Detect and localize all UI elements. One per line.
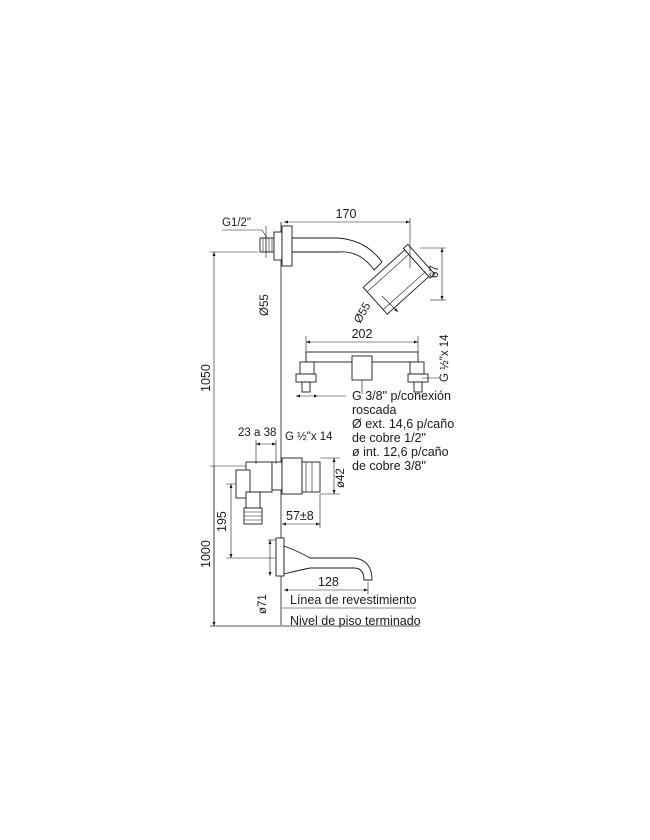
bath-spout: [275, 537, 373, 581]
label-57: 57±8: [286, 509, 314, 523]
label-67: 67: [429, 265, 441, 278]
label-linea-revestimiento: Línea de revestimiento: [290, 593, 417, 607]
svg-text:de cobre 1/2": de cobre 1/2": [352, 431, 426, 445]
label-phi55-head: Ø55: [352, 301, 373, 326]
label-195: 195: [215, 511, 229, 532]
svg-text:G 3/8" p/conexión: G 3/8" p/conexión: [352, 389, 451, 403]
mixer-top-view: [295, 351, 429, 394]
mixer-body-side: [235, 457, 321, 525]
label-g12x14-mid: G ½"x 14: [285, 431, 333, 443]
label-g12: G1/2": [222, 217, 251, 229]
svg-text:ø int. 12,6 p/caño: ø int. 12,6 p/caño: [352, 445, 449, 459]
label-phi71: ø71: [257, 594, 269, 614]
label-phi42: ø42: [335, 468, 347, 488]
connection-note: G 3/8" p/conexión roscada Ø ext. 14,6 p/…: [352, 389, 454, 473]
shower-head-assembly: [259, 225, 436, 315]
label-1050: 1050: [199, 364, 213, 392]
label-202: 202: [352, 327, 373, 341]
label-nivel-piso: Nivel de piso terminado: [290, 614, 421, 628]
label-1000: 1000: [199, 540, 213, 568]
label-g12x14-top: G ½"x 14: [439, 334, 451, 382]
label-23a38: 23 a 38: [238, 427, 276, 439]
svg-text:de cobre 3/8": de cobre 3/8": [352, 459, 426, 473]
label-128: 128: [318, 575, 339, 589]
svg-text:Ø ext. 14,6 p/caño: Ø ext. 14,6 p/caño: [352, 417, 454, 431]
label-phi55-left: Ø55: [259, 294, 271, 316]
label-170: 170: [336, 207, 357, 221]
svg-text:roscada: roscada: [352, 403, 397, 417]
